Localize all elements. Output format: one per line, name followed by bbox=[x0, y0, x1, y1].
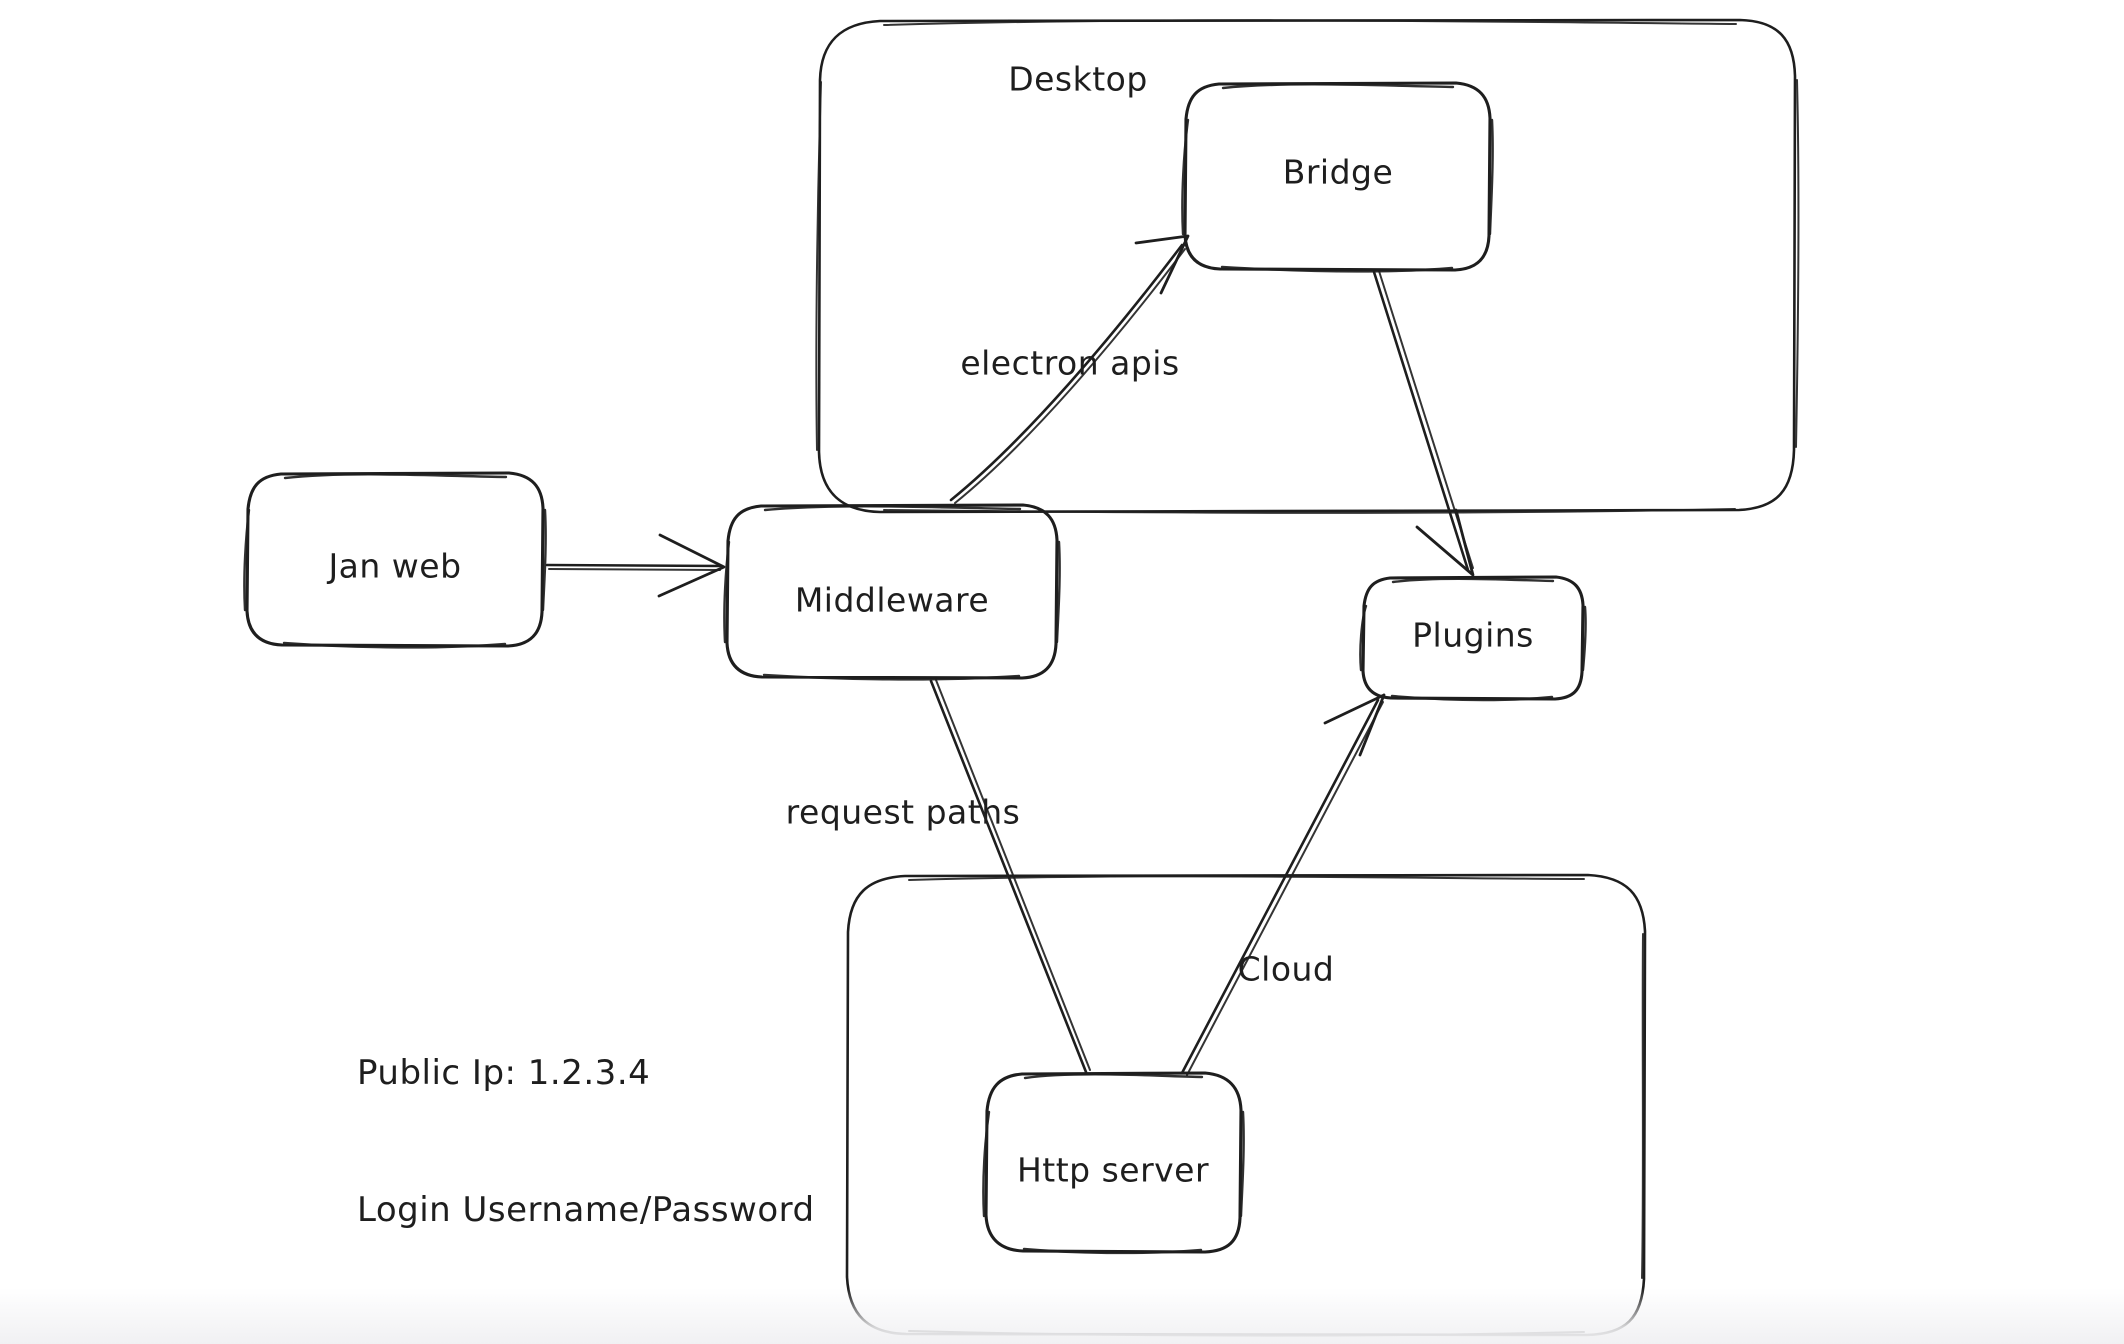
edge-bridge-to-plugins bbox=[1372, 270, 1475, 577]
edge-label-request-paths: request paths bbox=[785, 792, 1021, 832]
edge-middleware-to-bridge bbox=[949, 234, 1190, 504]
group-cloud-frame bbox=[845, 873, 1647, 1337]
node-bridge-frame bbox=[1181, 81, 1494, 273]
edge-middleware-to-http-server bbox=[929, 679, 1091, 1074]
node-http-server-frame bbox=[982, 1071, 1245, 1255]
group-desktop-frame bbox=[815, 18, 1800, 514]
edge-label-cloud: Cloud bbox=[1237, 949, 1335, 989]
note-line-login: Login Username/Password bbox=[357, 1189, 815, 1230]
node-plugins-frame bbox=[1359, 575, 1587, 702]
node-middleware-frame bbox=[723, 503, 1061, 681]
group-label-desktop: Desktop bbox=[1008, 59, 1148, 99]
edge-http-server-to-plugins bbox=[1180, 693, 1386, 1076]
edge-janweb-to-middleware bbox=[545, 533, 726, 598]
node-jan-web-frame bbox=[243, 471, 547, 649]
node-label-middleware[interactable]: Middleware bbox=[794, 580, 990, 620]
node-label-plugins[interactable]: Plugins bbox=[1412, 615, 1534, 655]
edge-label-electron-apis: electron apis bbox=[960, 343, 1180, 383]
node-label-http-server[interactable]: Http server bbox=[1016, 1150, 1210, 1190]
note-line-public-ip: Public Ip: 1.2.3.4 bbox=[357, 1053, 651, 1094]
node-label-bridge[interactable]: Bridge bbox=[1282, 152, 1394, 192]
node-label-jan-web[interactable]: Jan web bbox=[328, 546, 462, 586]
note-public-ip-credentials: Public Ip: 1.2.3.4 Login Username/Passwo… bbox=[357, 960, 815, 1324]
